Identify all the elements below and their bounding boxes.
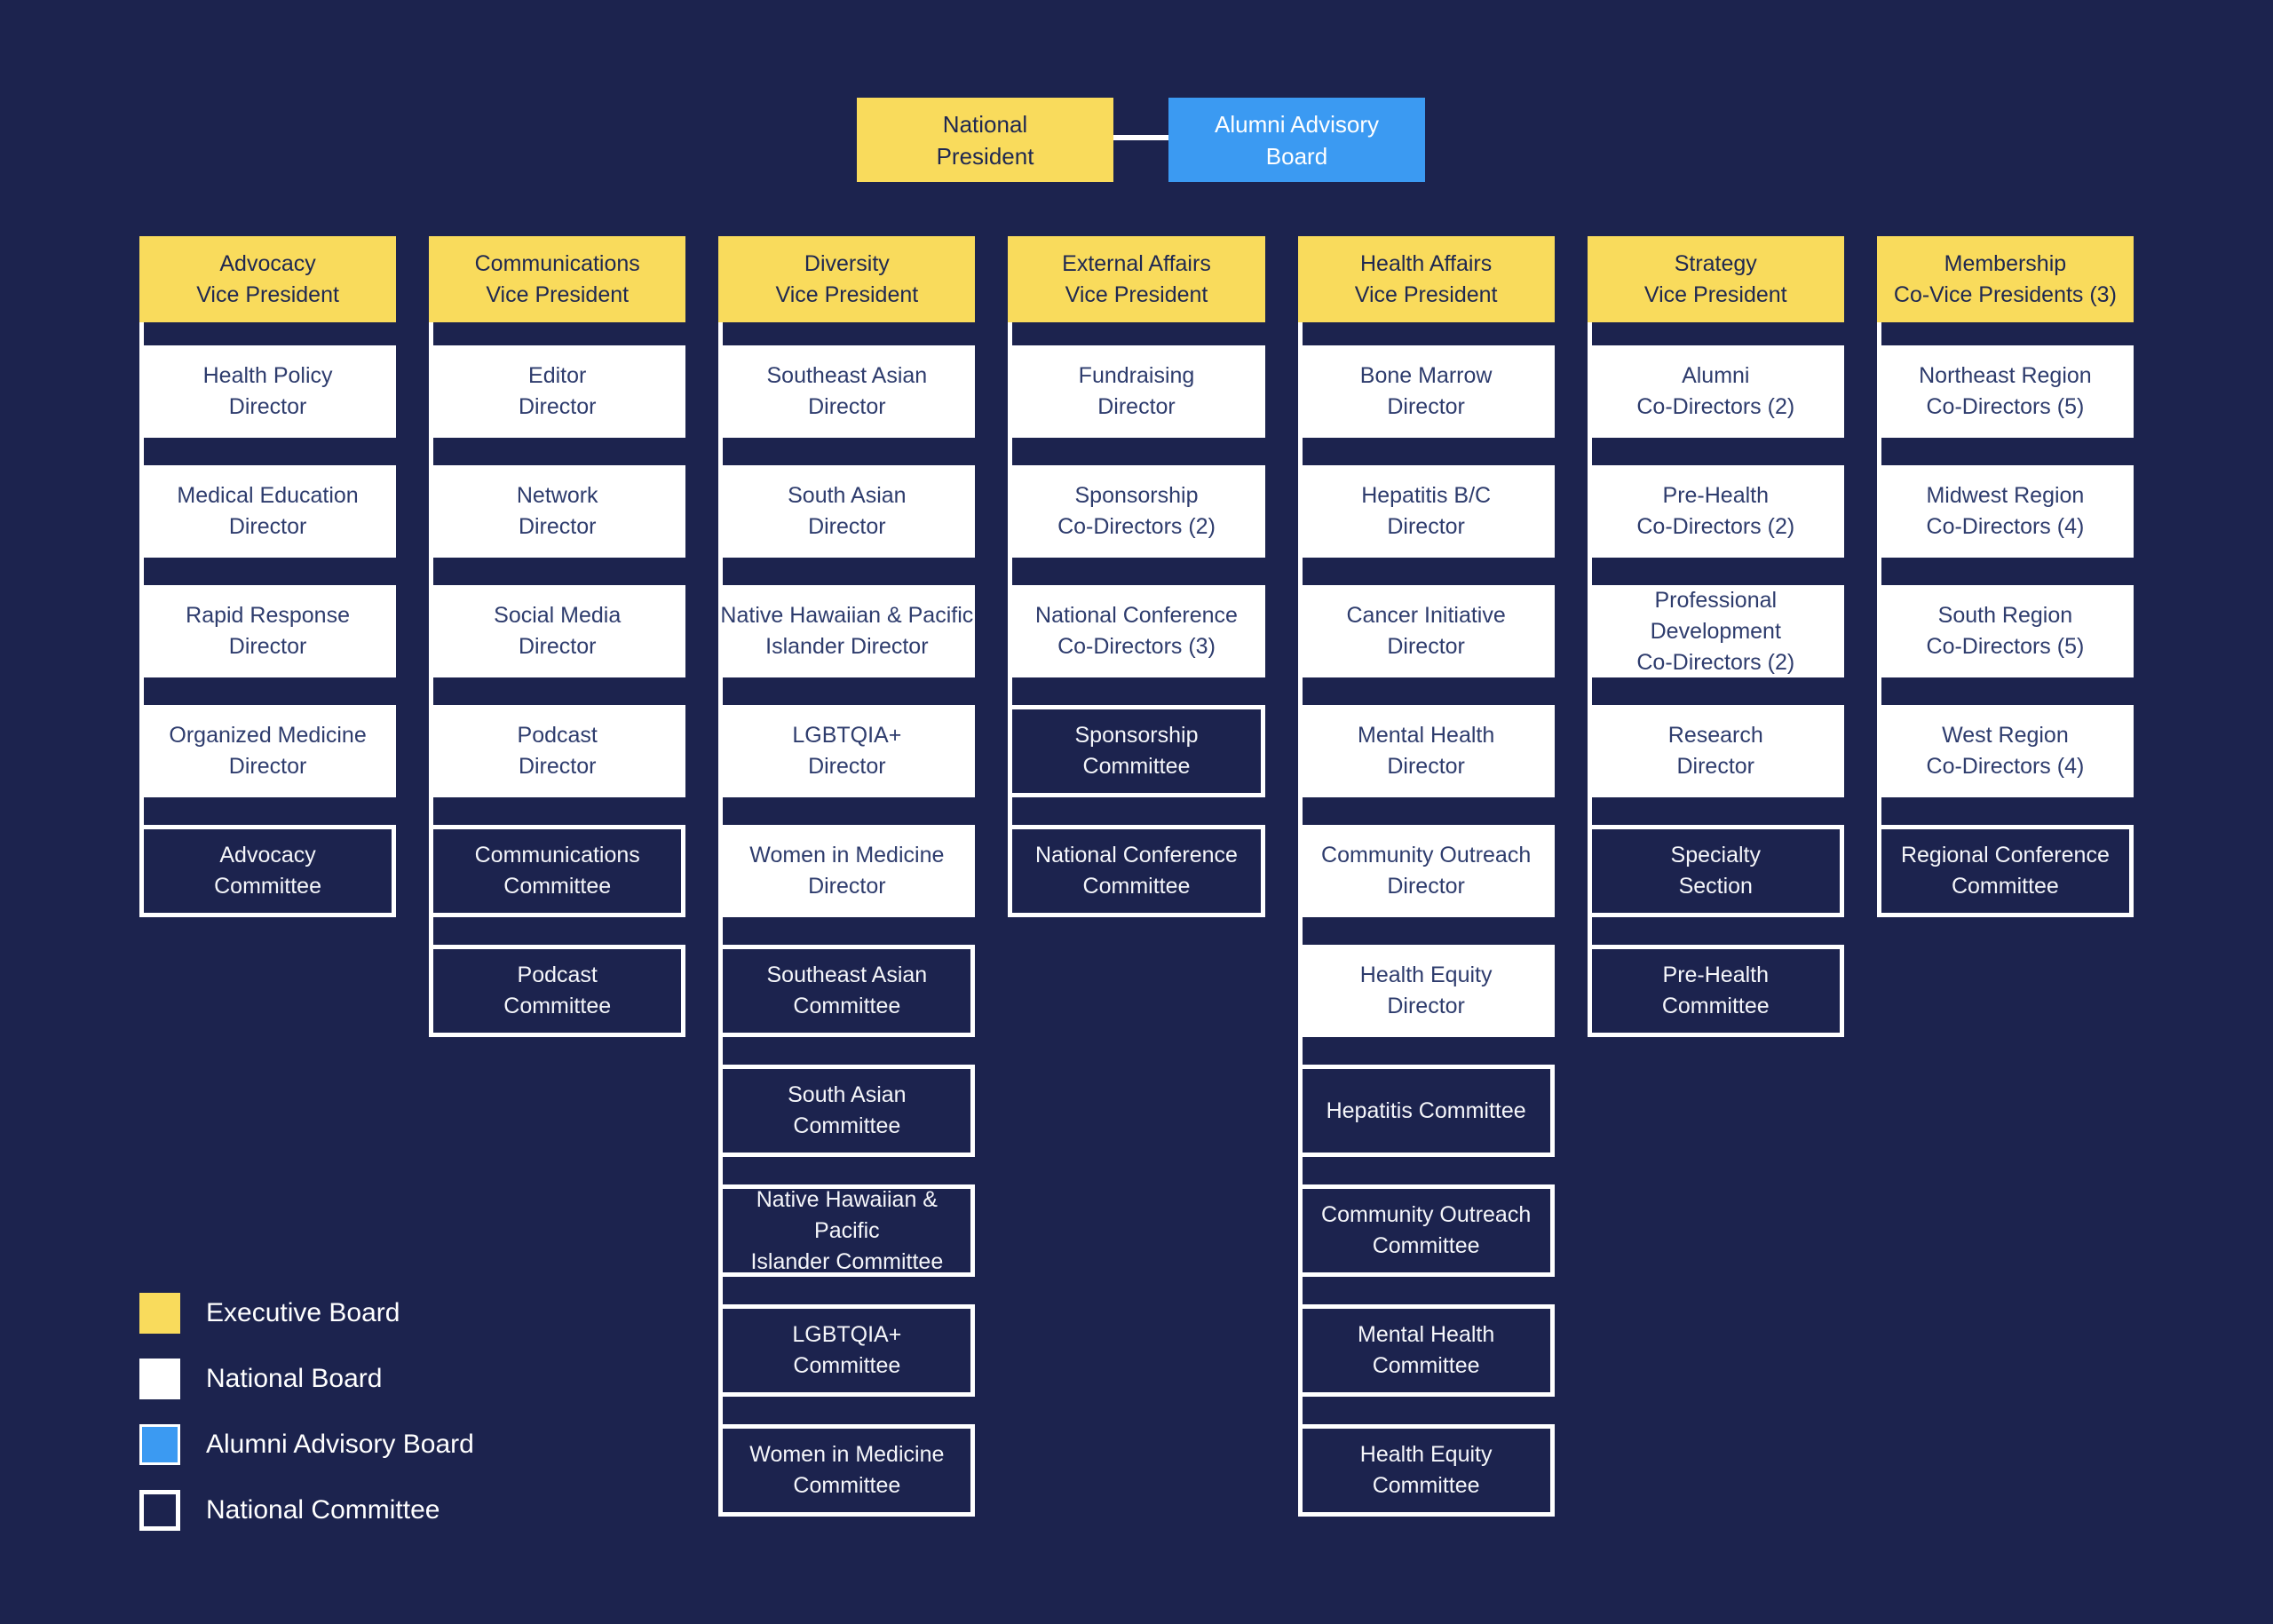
legend-label: National Committee bbox=[206, 1495, 440, 1525]
pre-health-co-directors-2-box: Pre-Health Co-Directors (2) bbox=[1587, 465, 1844, 558]
midwest-region-co-directors-4-box: Midwest Region Co-Directors (4) bbox=[1876, 465, 2134, 558]
vp-header-external-affairs-box: External Affairs Vice President bbox=[1008, 236, 1265, 322]
vp-header-health-affairs-box: Health Affairs Vice President bbox=[1297, 236, 1555, 322]
bone-marrow-director-box: Bone Marrow Director bbox=[1297, 345, 1555, 438]
national-president-box: National President bbox=[857, 98, 1113, 182]
org-column-membership: Membership Co-Vice Presidents (3) Northea… bbox=[1876, 236, 2134, 917]
network-director-box: Network Director bbox=[429, 465, 686, 558]
community-outreach-committee-box: Community Outreach Committee bbox=[1297, 1184, 1555, 1277]
vp-header-advocacy-box: Advocacy Vice President bbox=[139, 236, 397, 322]
legend-swatch-national-board bbox=[139, 1359, 180, 1399]
specialty-section-box: Specialty Section bbox=[1587, 825, 1844, 917]
lgbtqia-committee-box: LGBTQIA+ Committee bbox=[718, 1304, 976, 1397]
mental-health-director-box: Mental Health Director bbox=[1297, 705, 1555, 797]
mental-health-committee-box: Mental Health Committee bbox=[1297, 1304, 1555, 1397]
national-conference-committee-box: National Conference Committee bbox=[1008, 825, 1265, 917]
legend-label: National Board bbox=[206, 1364, 383, 1393]
legend-item-executive-board: Executive Board bbox=[139, 1293, 474, 1334]
south-region-co-directors-5-box: South Region Co-Directors (5) bbox=[1876, 585, 2134, 677]
podcast-director-box: Podcast Director bbox=[429, 705, 686, 797]
alumni-advisory-board-box: Alumni Advisory Board bbox=[1168, 98, 1425, 182]
sponsorship-co-directors-2-box: Sponsorship Co-Directors (2) bbox=[1008, 465, 1265, 558]
northeast-region-co-directors-5-box: Northeast Region Co-Directors (5) bbox=[1876, 345, 2134, 438]
west-region-co-directors-4-box: West Region Co-Directors (4) bbox=[1876, 705, 2134, 797]
national-conference-co-directors-3-box: National Conference Co-Directors (3) bbox=[1008, 585, 1265, 677]
south-asian-director-box: South Asian Director bbox=[718, 465, 976, 558]
medical-education-director-box: Medical Education Director bbox=[139, 465, 397, 558]
communications-committee-box: Communications Committee bbox=[429, 825, 686, 917]
health-policy-director-box: Health Policy Director bbox=[139, 345, 397, 438]
legend-label: Executive Board bbox=[206, 1298, 400, 1327]
southeast-asian-director-box: Southeast Asian Director bbox=[718, 345, 976, 438]
vp-header-strategy-box: Strategy Vice President bbox=[1587, 236, 1844, 322]
sponsorship-committee-box: Sponsorship Committee bbox=[1008, 705, 1265, 797]
vp-header-diversity-box: Diversity Vice President bbox=[718, 236, 976, 322]
hepatitis-committee-box: Hepatitis Committee bbox=[1297, 1065, 1555, 1157]
native-hawaiian-pacific-islander-committee-box: Native Hawaiian & Pacific Islander Commi… bbox=[718, 1184, 976, 1277]
editor-director-box: Editor Director bbox=[429, 345, 686, 438]
podcast-committee-box: Podcast Committee bbox=[429, 945, 686, 1037]
women-in-medicine-director-box: Women in Medicine Director bbox=[718, 825, 976, 917]
regional-conference-committee-box: Regional Conference Committee bbox=[1876, 825, 2134, 917]
organized-medicine-director-box: Organized Medicine Director bbox=[139, 705, 397, 797]
legend-swatch-alumni bbox=[139, 1424, 180, 1465]
president-alumni-connector-line bbox=[1113, 135, 1168, 140]
health-equity-committee-box: Health Equity Committee bbox=[1297, 1424, 1555, 1517]
alumni-co-directors-2-box: Alumni Co-Directors (2) bbox=[1587, 345, 1844, 438]
pre-health-committee-box: Pre-Health Committee bbox=[1587, 945, 1844, 1037]
native-hawaiian-pacific-islander-director-box: Native Hawaiian & Pacific Islander Direc… bbox=[718, 585, 976, 677]
legend-swatch-executive bbox=[139, 1293, 180, 1334]
cancer-initiative-director-box: Cancer Initiative Director bbox=[1297, 585, 1555, 677]
women-in-medicine-committee-box: Women in Medicine Committee bbox=[718, 1424, 976, 1517]
hepatitis-b-c-director-box: Hepatitis B/C Director bbox=[1297, 465, 1555, 558]
lgbtqia-director-box: LGBTQIA+ Director bbox=[718, 705, 976, 797]
vp-header-membership-box: Membership Co-Vice Presidents (3) bbox=[1876, 236, 2134, 322]
southeast-asian-committee-box: Southeast Asian Committee bbox=[718, 945, 976, 1037]
professional-development-co-directors-2-box: Professional Development Co-Directors (2… bbox=[1587, 585, 1844, 677]
legend-swatch-committee bbox=[139, 1490, 180, 1531]
health-equity-director-box: Health Equity Director bbox=[1297, 945, 1555, 1037]
legend-item-national-board: National Board bbox=[139, 1359, 474, 1399]
research-director-box: Research Director bbox=[1587, 705, 1844, 797]
social-media-director-box: Social Media Director bbox=[429, 585, 686, 677]
legend-item-alumni-advisory-board: Alumni Advisory Board bbox=[139, 1424, 474, 1465]
advocacy-committee-box: Advocacy Committee bbox=[139, 825, 397, 917]
rapid-response-director-box: Rapid Response Director bbox=[139, 585, 397, 677]
vp-header-communications-box: Communications Vice President bbox=[429, 236, 686, 322]
legend-label: Alumni Advisory Board bbox=[206, 1430, 474, 1459]
fundraising-director-box: Fundraising Director bbox=[1008, 345, 1265, 438]
south-asian-committee-box: South Asian Committee bbox=[718, 1065, 976, 1157]
legend-item-national-committee: National Committee bbox=[139, 1490, 474, 1531]
community-outreach-director-box: Community Outreach Director bbox=[1297, 825, 1555, 917]
